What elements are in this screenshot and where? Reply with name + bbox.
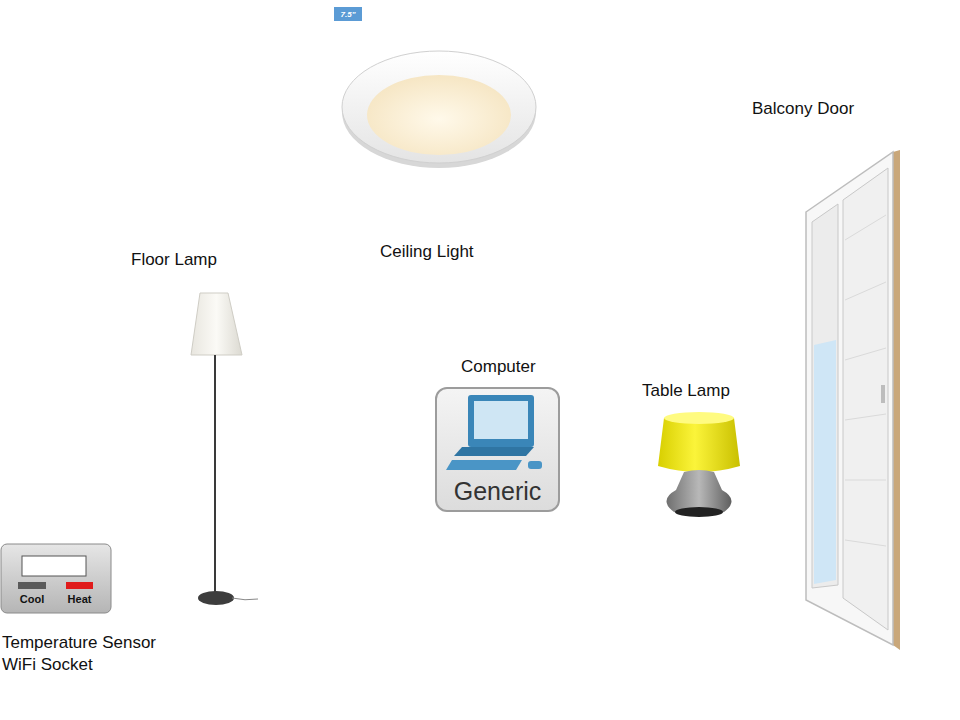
- table-lamp: [658, 412, 740, 517]
- blind-slat: [845, 348, 886, 360]
- lamp-label: Floor Lamp: [131, 250, 217, 270]
- badge-text: 7.5": [341, 10, 356, 19]
- lamp-shade: [191, 293, 242, 355]
- blind-slat: [845, 480, 886, 481]
- computer-label: Computer: [461, 357, 536, 377]
- shade-top: [664, 412, 734, 424]
- left-panel: [812, 204, 838, 588]
- cool-bar: [18, 582, 46, 589]
- size-badge: [334, 7, 362, 21]
- door-edge: [893, 150, 900, 650]
- size-badge: 7.5": [334, 7, 362, 21]
- monitor-base: [454, 447, 534, 456]
- thermostat-icon: [1, 544, 111, 613]
- light-label: Ceiling Light: [380, 242, 474, 262]
- monitor-screen: [474, 401, 528, 439]
- mouse: [528, 461, 542, 469]
- ceiling-light: [342, 51, 536, 168]
- blind-slat: [845, 215, 886, 240]
- icon-caption: Generic: [454, 477, 542, 506]
- floor-lamp: [191, 293, 258, 605]
- light-diffuser: [367, 75, 511, 155]
- thermostat-body: [1, 544, 111, 613]
- sensor-label: Temperature Sensor WiFi Socket: [2, 632, 174, 676]
- thermostat-icon: Cool Heat: [1, 544, 111, 613]
- blind-slat: [845, 414, 886, 420]
- lamp-base: [198, 591, 234, 605]
- computer-icon: Generic: [436, 388, 559, 511]
- lamp-label: Table Lamp: [642, 381, 730, 401]
- heat-text: Heat: [68, 593, 92, 606]
- lamp-cord: [232, 598, 258, 600]
- glass-pane: [814, 340, 836, 584]
- heat-bar: [66, 582, 93, 589]
- balcony-door: [806, 150, 900, 650]
- keyboard: [446, 460, 522, 470]
- door-handle: [881, 385, 885, 403]
- icon-frame: [436, 388, 559, 511]
- light-rim: [342, 51, 536, 163]
- blind-slat: [845, 540, 886, 546]
- blind-slat: [845, 282, 886, 300]
- door-frame: [806, 152, 893, 645]
- lamp-base: [666, 470, 731, 516]
- thermostat-display: [22, 556, 86, 576]
- right-panel: [843, 168, 888, 630]
- monitor-body: [468, 395, 534, 447]
- lamp-pole: [214, 355, 216, 594]
- base-foot: [675, 507, 723, 517]
- cool-text: Cool: [20, 593, 44, 606]
- computer-icon: [436, 388, 559, 511]
- door-label: Balcony Door: [752, 99, 854, 119]
